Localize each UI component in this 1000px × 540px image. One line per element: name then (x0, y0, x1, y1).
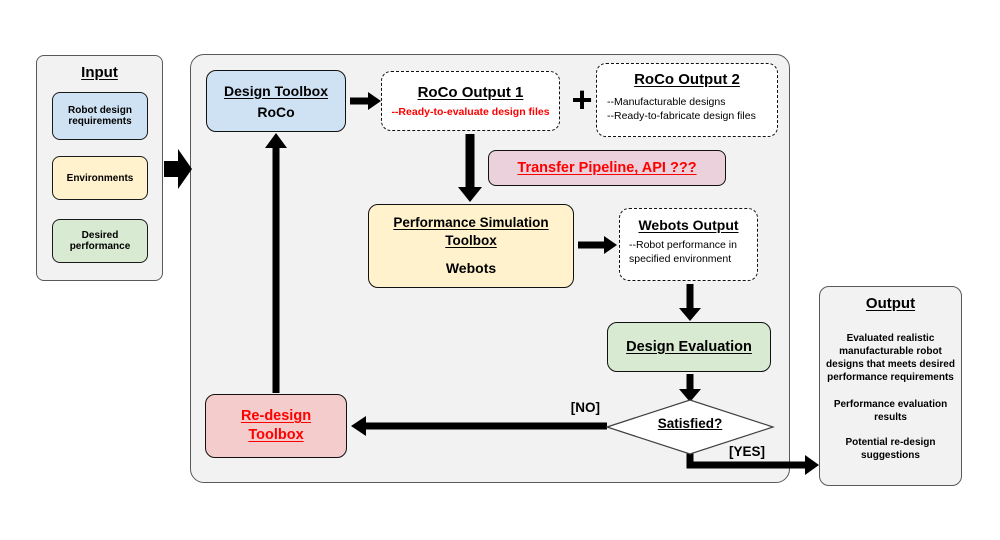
roco-output-2-line: --Manufacturable designs (607, 96, 726, 108)
input-item-label: Desired performance (69, 230, 131, 252)
output-panel: Output Evaluated realistic manufacturabl… (819, 286, 962, 486)
input-item-robot-design-requirements: Robot design requirements (52, 92, 148, 140)
input-panel: Input Robot design requirements Environm… (36, 55, 163, 281)
design-toolbox-title: Design Toolbox (224, 82, 328, 99)
output-paragraph: Potential re-design suggestions (845, 437, 936, 461)
roco-output-2-line: --Ready-to-fabricate design files (607, 109, 756, 122)
design-toolbox-subtitle: RoCo (257, 103, 295, 120)
design-toolbox-node: Design Toolbox RoCo (206, 70, 346, 132)
roco-output-1-title: RoCo Output 1 (417, 84, 524, 101)
yes-branch-label: [YES] (729, 444, 766, 459)
arrow-head (805, 455, 819, 475)
performance-simulation-title: Performance Simulation Toolbox (393, 214, 549, 249)
input-item-environments: Environments (52, 156, 148, 200)
output-paragraph: Performance evaluation results (833, 399, 948, 423)
input-panel-title: Input (81, 64, 118, 81)
design-evaluation-title: Design Evaluation (626, 339, 752, 355)
transfer-pipeline-label: Transfer Pipeline, API ??? (517, 160, 697, 176)
input-item-label: Robot design requirements (68, 105, 132, 127)
no-branch-label: [NO] (570, 400, 600, 415)
webots-output-title: Webots Output (638, 217, 739, 233)
roco-output-1-note: --Ready-to-evaluate design files (391, 106, 550, 118)
roco-output-1-node: RoCo Output 1 --Ready-to-evaluate design… (381, 71, 560, 131)
satisfied-decision-label: Satisfied? (657, 416, 723, 431)
redesign-toolbox-node: Re-design Toolbox (205, 394, 347, 458)
input-item-label: Environments (66, 172, 134, 184)
design-evaluation-node: Design Evaluation (607, 322, 771, 372)
plus-sign: + (571, 79, 593, 120)
input-to-pipeline-arrow (164, 149, 192, 189)
transfer-pipeline-node: Transfer Pipeline, API ??? (488, 150, 726, 186)
performance-simulation-toolbox-node: Performance Simulation Toolbox Webots (368, 204, 574, 288)
output-paragraph: Evaluated realistic manufacturable robot… (826, 333, 955, 383)
roco-output-2-node: RoCo Output 2 --Manufacturable designs -… (596, 63, 778, 137)
webots-output-node: Webots Output --Robot performance in spe… (619, 208, 758, 281)
output-panel-title: Output (865, 295, 916, 312)
input-item-desired-performance: Desired performance (52, 219, 148, 263)
redesign-toolbox-title: Re-design Toolbox (240, 408, 312, 443)
performance-simulation-subtitle: Webots (445, 260, 497, 277)
webots-output-note: --Robot performance in specified environ… (629, 239, 737, 265)
roco-output-2-title: RoCo Output 2 (634, 71, 740, 88)
